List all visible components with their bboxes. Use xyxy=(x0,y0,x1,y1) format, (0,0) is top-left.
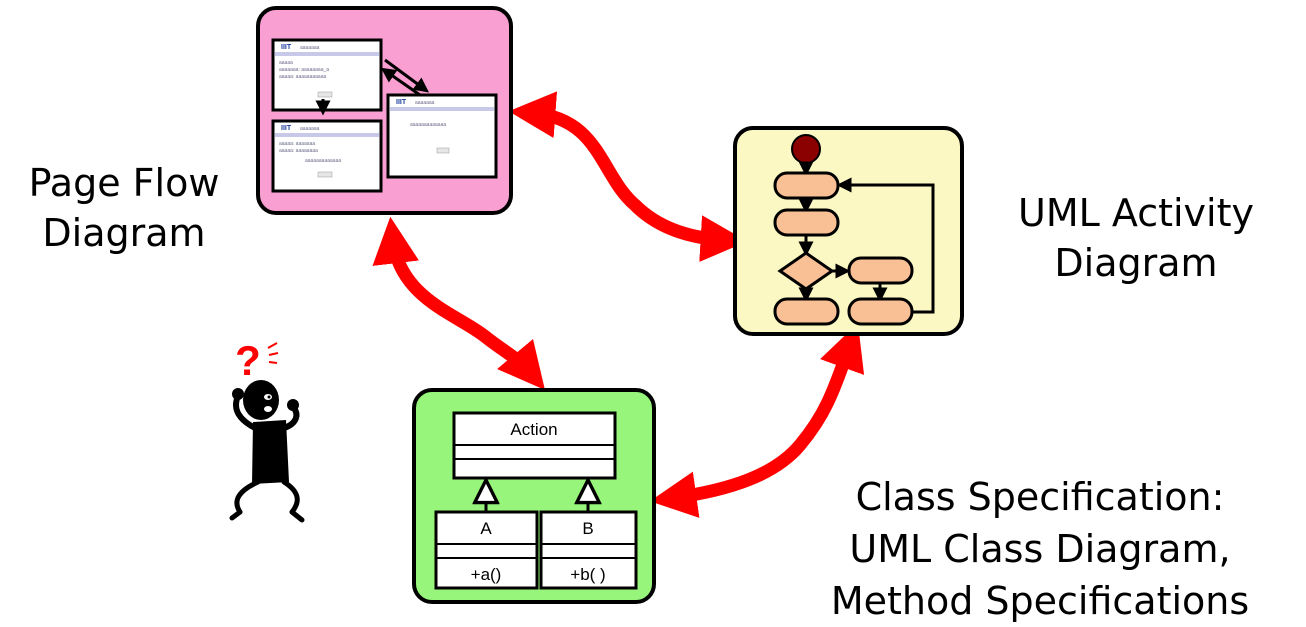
activity-node-4 xyxy=(847,256,914,285)
class-a: A +a() xyxy=(434,510,539,590)
question-mark: ? xyxy=(235,337,261,384)
label-class-spec-line1: Class Specification: xyxy=(856,475,1225,519)
label-class-spec-line2: UML Class Diagram, xyxy=(849,527,1230,571)
page-arrow-out xyxy=(384,58,430,93)
label-uml-activity: UML Activity Diagram xyxy=(1018,191,1254,285)
activity-node-2 xyxy=(773,208,840,237)
page-flow-box: IIIT aaaaaaa aaaaa aaaaaaa: aaaaaaaa_a a… xyxy=(256,6,513,215)
person-body xyxy=(252,420,289,484)
label-class-spec: Class Specification: UML Class Diagram, … xyxy=(831,475,1249,623)
svg-text:aaaaaaa: aaaaaaaa_a: aaaaaaa: aaaaaaaa_a xyxy=(279,67,329,73)
class-action: Action xyxy=(452,411,617,480)
confused-person: ? xyxy=(229,337,305,523)
svg-text:aaaaa: aaaaaaaaaaa: aaaaa: aaaaaaaaaaa xyxy=(279,74,326,80)
person-head xyxy=(243,380,279,420)
svg-text:aaaaa: aaaaa xyxy=(279,60,293,66)
label-uml-activity-line1: UML Activity xyxy=(1018,191,1254,235)
arrow-pageflow-activity xyxy=(508,91,748,262)
svg-text:IIIT: IIIT xyxy=(281,125,292,132)
class-a-method: +a() xyxy=(471,565,502,584)
class-b-name: B xyxy=(582,519,593,538)
class-a-name: A xyxy=(480,519,492,538)
label-page-flow-line2: Diagram xyxy=(42,211,205,255)
label-page-flow-line1: Page Flow xyxy=(29,161,220,205)
svg-text:IIIT: IIIT xyxy=(281,44,292,51)
svg-text:aaaaaaaaaaaaa: aaaaaaaaaaaaa xyxy=(410,122,446,128)
page-screen-2: IIIT aaaaaaa aaaaa: aaaaaaa aaaaa: aaaaa… xyxy=(271,119,383,193)
class-box: Action A +a() B +b( ) xyxy=(412,388,656,604)
svg-text:aaaaaaaaaaaaa: aaaaaaaaaaaaa xyxy=(305,158,341,164)
red-arrows xyxy=(372,91,865,518)
svg-text:aaaaaaa: aaaaaaa xyxy=(300,45,320,51)
svg-text:aaaaaaa: aaaaaaa xyxy=(415,100,435,106)
svg-text:aaaaa: aaaaaaa: aaaaa: aaaaaaa xyxy=(279,141,315,147)
person-legs xyxy=(229,479,305,523)
class-action-name: Action xyxy=(510,420,557,439)
activity-node-1 xyxy=(773,171,840,200)
page-screen-3: IIIT aaaaaaa aaaaaaaaaaaaa xyxy=(386,93,498,179)
activity-start-node xyxy=(791,134,821,164)
activity-box xyxy=(733,126,964,336)
arrow-activity-class xyxy=(649,322,865,518)
surprise-lines xyxy=(267,342,279,364)
svg-text:aaaaaaa: aaaaaaa xyxy=(300,126,320,132)
activity-node-5 xyxy=(847,297,914,326)
label-uml-activity-line2: Diagram xyxy=(1054,241,1217,285)
activity-node-3 xyxy=(773,297,840,326)
svg-text:aaaaa: aaaaaaaa: aaaaa: aaaaaaaa xyxy=(279,148,318,154)
label-class-spec-line3: Method Specifications xyxy=(831,579,1249,623)
activity-loop-back xyxy=(836,177,935,314)
class-b-method: +b( ) xyxy=(570,565,605,584)
class-b: B +b( ) xyxy=(539,510,638,590)
label-page-flow: Page Flow Diagram xyxy=(29,161,220,255)
page-arrow-back xyxy=(380,67,421,97)
page-screen-1: IIIT aaaaaaa aaaaa aaaaaaa: aaaaaaaa_a a… xyxy=(271,38,383,112)
arrow-pageflow-class xyxy=(372,216,545,390)
svg-text:IIIT: IIIT xyxy=(396,99,407,106)
